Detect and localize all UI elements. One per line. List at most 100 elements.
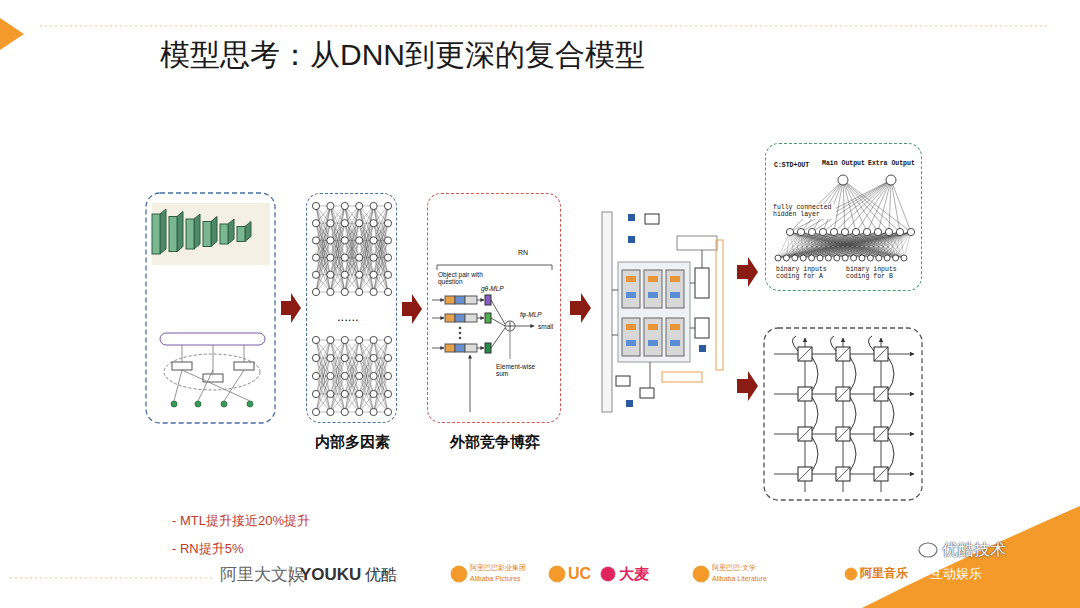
input-unit [884,255,890,261]
wire-line [182,345,183,362]
corner-swoosh [862,506,1080,608]
layer-label: fully connected hidden layer [772,204,836,219]
lstm-cell [836,427,850,441]
question-bar [465,344,477,352]
synapse-line [345,240,359,292]
synapse-line [803,232,911,258]
wire-line [198,370,213,401]
neuron-circle [370,288,377,295]
orange-tile [670,324,680,330]
input-label: binary inputs coding for B [846,266,908,281]
cnn-layer [211,217,217,247]
neuron-circle [384,336,391,343]
synapse-line [887,232,911,258]
neuron-circle [370,354,377,361]
hidden-unit [819,228,826,235]
sum-line [491,318,505,326]
neuron-circle [327,254,334,261]
hidden-unit [797,228,804,235]
input-unit [800,255,806,261]
neuron-circle [327,288,334,295]
neuron-circle [384,220,391,227]
neuron-circle [356,408,363,415]
neuron-circle [356,372,363,379]
neuron-circle [384,390,391,397]
logo-icon [845,568,857,580]
neuron-circle [370,202,377,209]
synapse-line [786,232,911,258]
recurrent-arc [850,437,856,471]
synapse-line [374,358,388,412]
blue-tile [648,292,658,298]
synapse-line [374,206,388,292]
neuron-circle [327,408,334,415]
input-unit [792,255,798,261]
g-arrow [477,348,484,349]
bracket-line [552,265,553,270]
synapse-line [330,340,344,394]
small-block [677,236,717,250]
neuron-circle [312,354,319,361]
recurrent-arc [812,397,818,431]
hidden-unit [896,228,903,235]
wire-line [836,467,850,481]
small-block [640,388,654,398]
synapse-line [856,180,891,232]
brand-name: 阿里巴巴·文学 [712,564,756,572]
synapse-line [843,180,889,232]
input-unit [901,255,907,261]
small-block [695,268,709,298]
brand-name: 优酷 [365,566,397,584]
neuron-circle [370,336,377,343]
synapse-line [374,206,388,292]
cnn-layer [194,214,200,249]
panel-box: 外部竞争博弈RNObject pair with questiongθ-MLPf… [427,193,561,423]
cnn-layer [228,219,234,244]
neuron-circle [341,354,348,361]
input-unit [834,255,840,261]
neuron-circle [356,220,363,227]
neuron-circle [384,288,391,295]
panel-heading: 内部多因素 [287,433,418,450]
lstm-cell [836,387,850,401]
synapse-line [843,180,878,232]
input-unit [876,255,882,261]
blue-tile [670,292,680,298]
blue-square [628,214,635,221]
brand-name: 阿里巴巴影业集团 [470,564,526,572]
neuron-circle [312,288,319,295]
neuron-circle [370,372,377,379]
synapse-line [812,232,911,258]
lstm-cell [836,467,850,481]
neuron-circle [312,237,319,244]
input-unit [783,255,789,261]
hidden-unit [830,228,837,235]
logo-icon [693,566,709,582]
synapse-line [889,180,891,232]
neuron-circle [341,408,348,415]
recurrent-arc [888,437,894,471]
neuron-circle [312,220,319,227]
neuron-circle [312,336,319,343]
wire-line [182,370,250,401]
recurrent-arc [868,336,874,351]
neuron-circle [327,220,334,227]
neuron-circle [312,254,319,261]
brand-name: 阿里音乐 [860,567,908,581]
brand-name: Alibaba Pictures [470,575,521,583]
lstm-cell [874,467,888,481]
synapse-line [795,232,900,258]
neuron-circle [370,408,377,415]
wire-line [690,328,695,329]
synapse-line [778,232,900,258]
synapse-line [345,206,359,292]
input-unit [809,255,815,261]
cnn-image [152,203,270,265]
synapse-line [316,206,330,292]
input-unit [842,255,848,261]
input-label: Object pair with question [438,271,484,286]
neuron-circle [384,271,391,278]
wire-line [798,347,812,361]
block-arrow [402,294,422,324]
synapse-line [870,232,900,258]
